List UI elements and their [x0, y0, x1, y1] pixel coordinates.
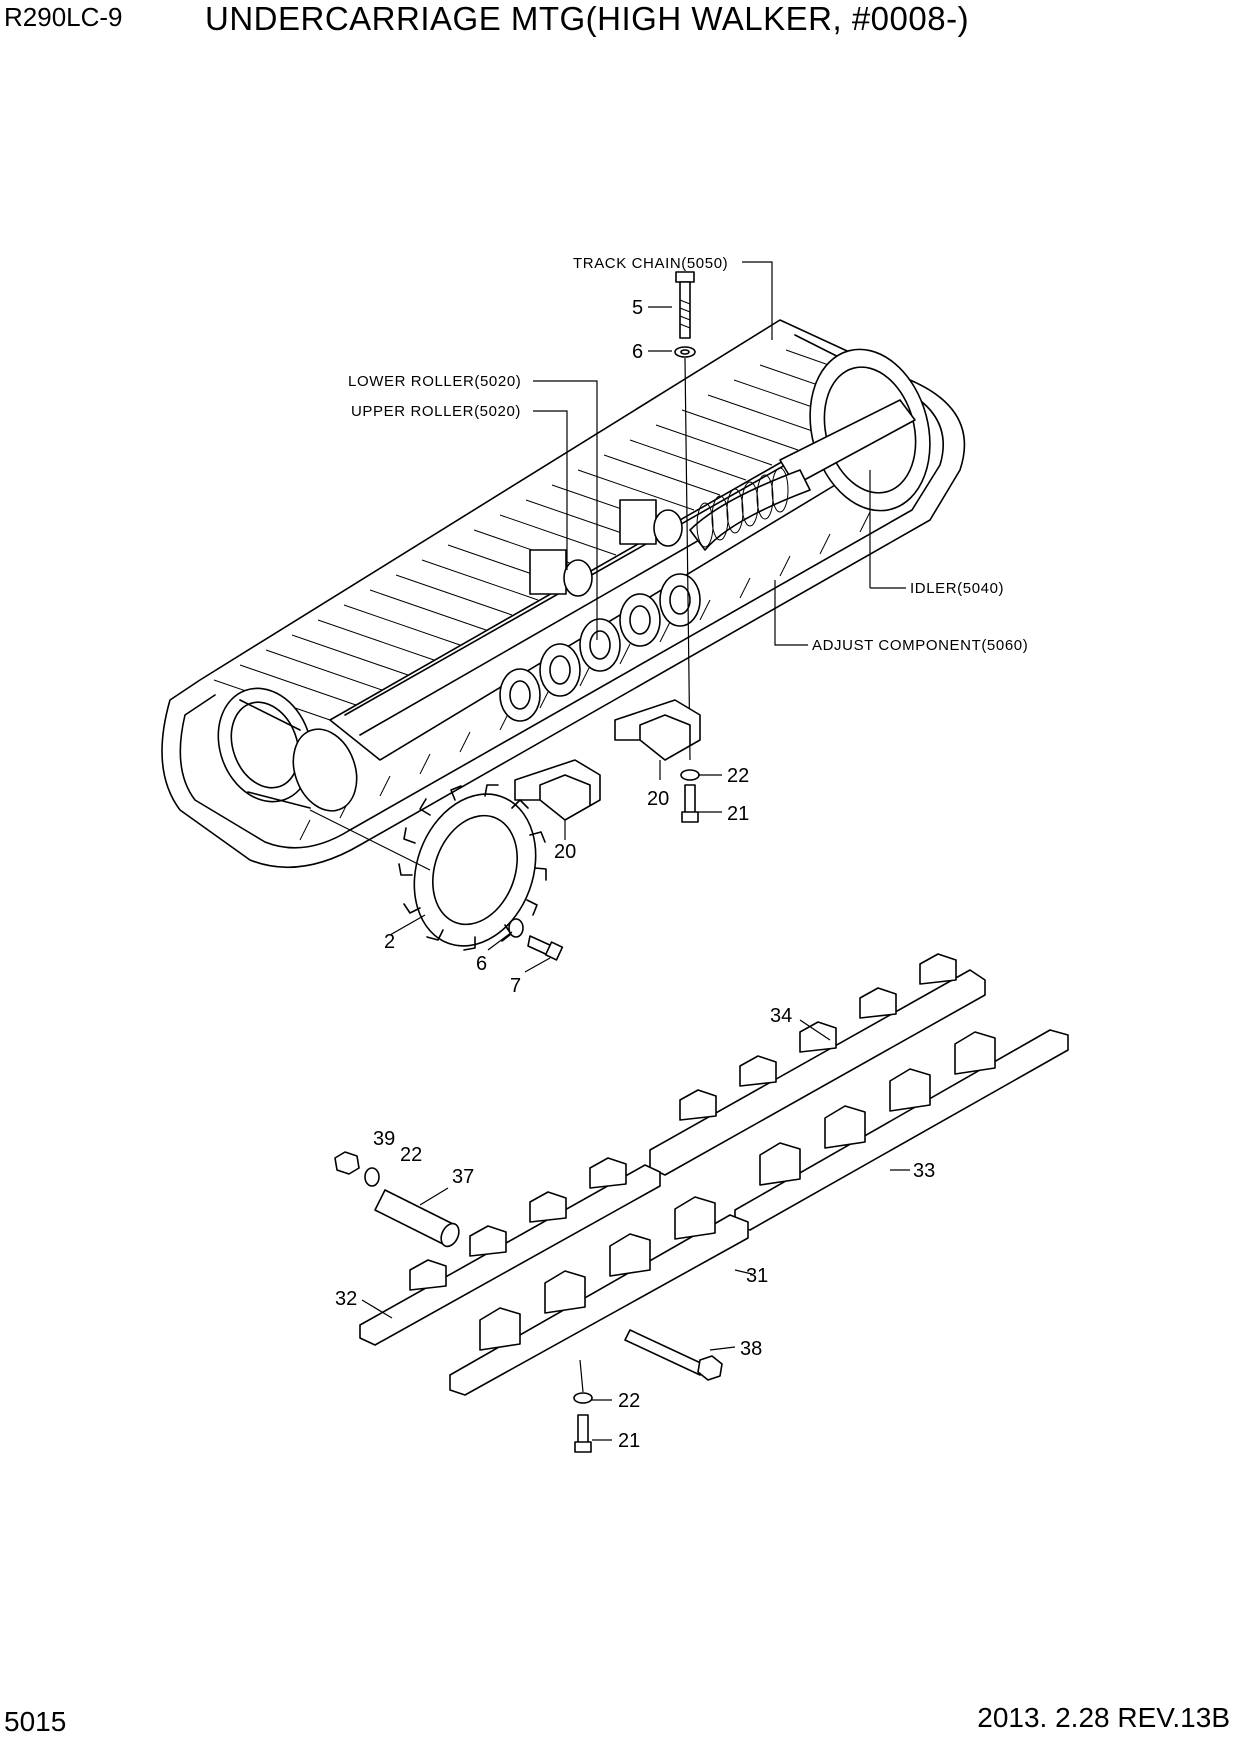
part-number-22-lower: 22	[618, 1390, 640, 1412]
part-number-33: 33	[913, 1160, 935, 1182]
part-number-21-upper: 21	[727, 803, 749, 825]
part-number-22-left: 22	[400, 1144, 422, 1166]
part-number-20-left: 20	[554, 841, 576, 863]
part-number-39: 39	[373, 1128, 395, 1150]
part-number-22-upper: 22	[727, 765, 749, 787]
part-number-20-right: 20	[647, 788, 669, 810]
part-number-38: 38	[740, 1338, 762, 1360]
track-guard-34-drawing	[649, 953, 986, 1176]
part-number-32: 32	[335, 1288, 357, 1310]
pin-37-drawing	[374, 1189, 460, 1248]
bolt-7-drawing	[508, 918, 564, 961]
part-number-31: 31	[746, 1265, 768, 1287]
part-number-2: 2	[384, 931, 395, 953]
sprocket-drawing	[398, 784, 547, 951]
track-guard-33-drawing	[734, 1029, 1069, 1231]
bolt-38-drawing	[624, 1329, 723, 1381]
idler-drawing	[779, 348, 931, 512]
callout-upper-roller: UPPER ROLLER(5020)	[351, 403, 521, 420]
revision-date: 2013. 2.28 REV.13B	[977, 1702, 1230, 1733]
callout-track-chain: TRACK CHAIN(5050)	[573, 255, 728, 272]
part-number-34: 34	[770, 1005, 792, 1027]
lower-roller-drawing	[499, 573, 701, 722]
part-number-6-top: 6	[632, 341, 643, 363]
upper-roller-drawing	[529, 499, 683, 597]
track-guard-31-drawing	[449, 1196, 749, 1396]
bolt-21-lower-drawing	[573, 1392, 593, 1453]
callout-lower-roller: LOWER ROLLER(5020)	[348, 373, 521, 390]
track-guard-32-drawing	[359, 1157, 661, 1346]
callout-adjust-component: ADJUST COMPONENT(5060)	[812, 637, 1028, 654]
adjust-spring-drawing	[689, 467, 811, 551]
part-number-21-lower: 21	[618, 1430, 640, 1452]
bolt-5-drawing	[674, 271, 696, 358]
part-number-5: 5	[632, 297, 643, 319]
leader-lines	[361, 261, 910, 1441]
bolt-21-upper-drawing	[680, 769, 700, 823]
model-code: R290LC-9	[4, 2, 123, 32]
guard-bracket-20-drawing	[514, 699, 701, 821]
page-number: 5015	[4, 1706, 67, 1737]
page-title: UNDERCARRIAGE MTG(HIGH WALKER, #0008-)	[205, 0, 970, 37]
part-number-7: 7	[510, 975, 521, 997]
part-number-37: 37	[452, 1166, 474, 1188]
nut-39-drawing	[334, 1151, 380, 1187]
part-number-6-lower: 6	[476, 953, 487, 975]
travel-motor-drawing	[217, 687, 358, 812]
callout-idler: IDLER(5040)	[910, 580, 1004, 597]
